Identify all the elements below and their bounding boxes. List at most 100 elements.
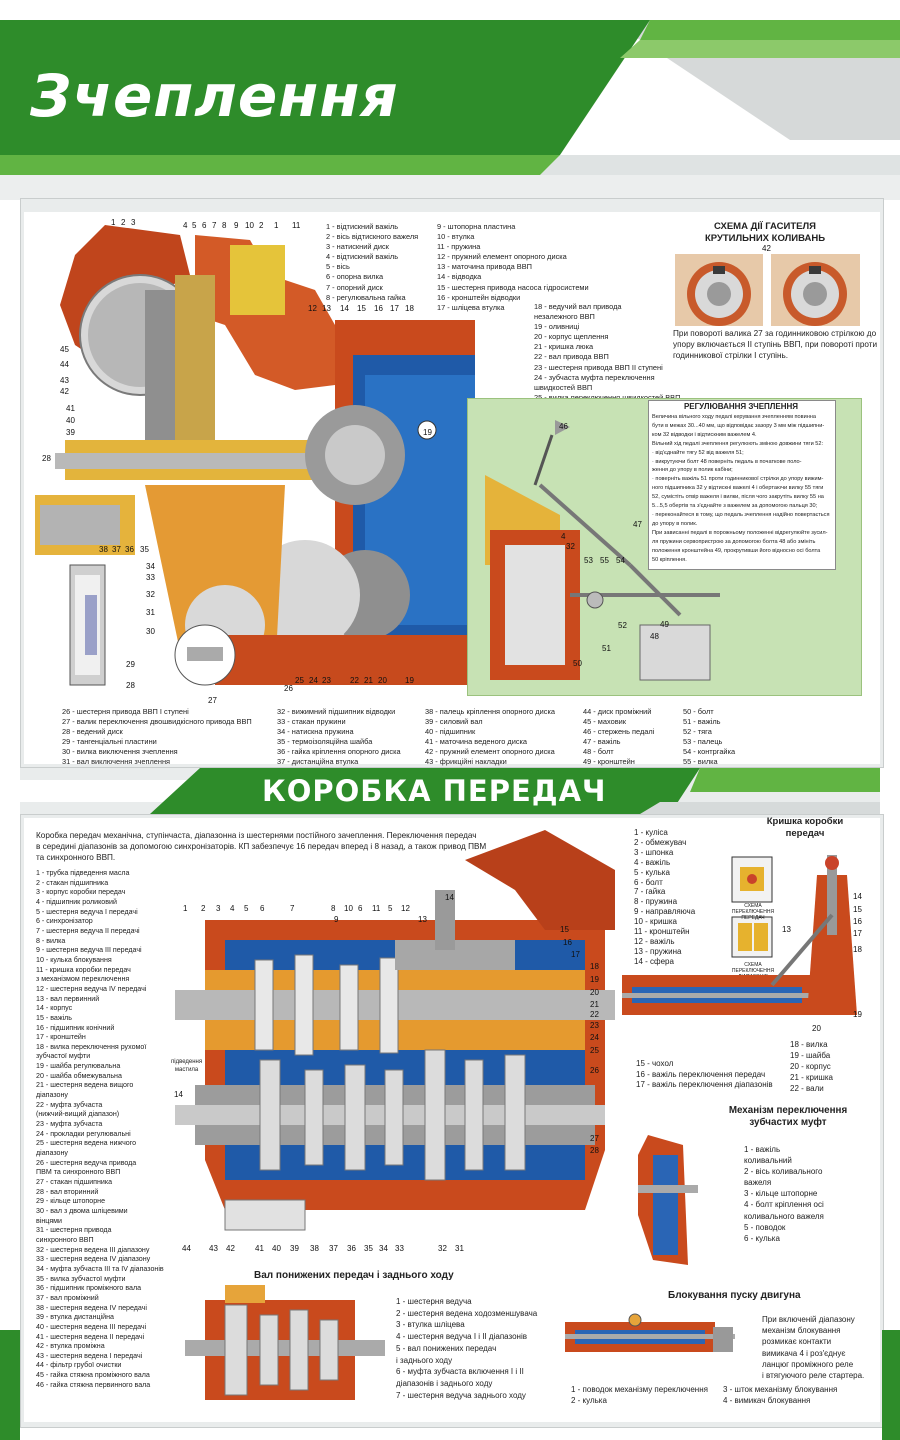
gearbox-label: 28 bbox=[590, 1146, 599, 1155]
legend-line: коливального важеля bbox=[744, 1211, 824, 1221]
legend-line: 23 - муфта зубчаста bbox=[36, 1120, 103, 1129]
legend-line: 42 - втулка проміжна bbox=[36, 1342, 105, 1351]
coupling-title: Механізм переключення зубчастих муфт bbox=[708, 1105, 868, 1129]
legend-line: 26 - шестерня ведуча привода bbox=[36, 1158, 137, 1167]
legend-line: 14 - сфера bbox=[634, 956, 674, 966]
clutch-label: 36 bbox=[125, 545, 134, 554]
adjust-line: ного підшипника 32 у відтискні важелі 4 … bbox=[652, 485, 824, 492]
damper-title-line: КРУТИЛЬНИХ КОЛИВАНЬ bbox=[704, 233, 826, 244]
legend-line: 2 - стакан підшипника bbox=[36, 878, 109, 887]
clutch-label: 2 bbox=[259, 221, 264, 230]
clutch-bottom-legend-5: 50 - болт 51 - важіль 52 - тяга 53 - пал… bbox=[683, 707, 735, 768]
gearbox-label: 14 bbox=[445, 893, 454, 902]
legend-line: 3 - шпонка bbox=[634, 847, 674, 857]
cover-legend-a: 1 - куліса 2 - обмежувач 3 - шпонка 4 - … bbox=[634, 828, 695, 967]
legend-line: 4 - болт кріплення осі bbox=[744, 1200, 824, 1210]
legend-line: 20 - корпус щеплення bbox=[534, 332, 609, 342]
clutch-label: 10 bbox=[245, 221, 254, 230]
gearbox-label: 32 bbox=[438, 1244, 447, 1253]
adjust-line: 5...5,5 обертів та з'єднайте з важелем з… bbox=[652, 503, 818, 510]
legend-line: 2 - вісь відтискного важеля bbox=[326, 232, 419, 242]
legend-line: 39 - силовий вал bbox=[425, 717, 483, 727]
gearbox-label: 15 bbox=[560, 925, 569, 934]
clutch-label: 24 bbox=[309, 676, 318, 685]
adjust-label: 46 bbox=[559, 422, 568, 431]
clutch-label: 28 bbox=[42, 454, 51, 463]
lock-legend-b: 3 - шток механізму блокування 4 - вимика… bbox=[723, 1384, 837, 1406]
damper-text-line: При повороті валика 27 за годинниковою с… bbox=[673, 329, 877, 338]
clutch-label: 6 bbox=[202, 221, 207, 230]
gearbox-label: 42 bbox=[226, 1244, 235, 1253]
gearbox-label: 17 bbox=[571, 950, 580, 959]
adjust-label: 47 bbox=[633, 520, 642, 529]
cover-label: 19 bbox=[853, 1010, 862, 1019]
legend-line: 54 - контргайка bbox=[683, 747, 736, 757]
legend-line: 43 - фрикційні накладки bbox=[425, 757, 507, 767]
damper-diagram bbox=[675, 254, 860, 326]
cover-legend-b: 15 - чохол 16 - важіль переключення пере… bbox=[636, 1059, 773, 1091]
clutch-label: 23 bbox=[322, 676, 331, 685]
lock-legend-a: 1 - поводок механізму переключення 2 - к… bbox=[571, 1384, 708, 1406]
legend-line: 17 - важіль переключення діапазонів bbox=[636, 1080, 773, 1090]
cover-label: 18 bbox=[853, 945, 862, 954]
legend-line: 34 - муфта зубчаста ІІІ та IV діапазонів bbox=[36, 1264, 164, 1273]
legend-line: 15 - чохол bbox=[636, 1059, 674, 1068]
legend-line: 10 - втулка bbox=[437, 232, 475, 242]
legend-line: діапазону bbox=[36, 1091, 68, 1100]
adjust-line: · поверніть важіль 51 проти годинникової… bbox=[652, 476, 824, 483]
clutch-label: 7 bbox=[212, 221, 217, 230]
legend-line: 14 - відводка bbox=[437, 272, 482, 282]
legend-line: 1 - трубка підведення масла bbox=[36, 869, 130, 877]
clutch-label: 22 bbox=[350, 676, 359, 685]
legend-line: 21 - кришка люка bbox=[534, 342, 594, 352]
legend-line: 22 - вал привода ВВП bbox=[534, 352, 609, 362]
clutch-label: 37 bbox=[112, 545, 121, 554]
clutch-label: 34 bbox=[146, 562, 155, 571]
gearbox-label: 36 bbox=[347, 1244, 356, 1253]
legend-line: 12 - шестерня ведуча IV передачі bbox=[36, 984, 147, 993]
scheme-line: ПЕРЕКЛЮЧЕННЯ bbox=[731, 968, 775, 974]
legend-line: 40 - підшипник bbox=[425, 727, 476, 737]
legend-line: 37 - вал проміжний bbox=[36, 1293, 99, 1302]
gearbox-label: 4 bbox=[230, 904, 235, 913]
legend-line: 46 - стержень педалі bbox=[583, 727, 655, 737]
legend-line: 19 - шайба регулювальна bbox=[36, 1062, 121, 1071]
gearbox-illustration bbox=[175, 830, 615, 1231]
gearbox-label: 18 bbox=[590, 962, 599, 971]
legend-line: діапазону bbox=[36, 1149, 68, 1158]
legend-line: 26 - шестерня привода ВВП І ступені bbox=[62, 707, 189, 716]
legend-line: 8 - регулювальна гайка bbox=[326, 292, 406, 302]
clutch-label: 19 bbox=[423, 428, 432, 437]
clutch-illustration bbox=[35, 225, 475, 686]
legend-line: 38 - шестерня ведена IV передачі bbox=[36, 1303, 147, 1312]
clutch-label: 16 bbox=[374, 304, 383, 313]
legend-line: 4 - шестерня ведуча І і ІІ діапазонів bbox=[396, 1332, 527, 1342]
legend-line: 41 - маточина веденого диска bbox=[425, 737, 528, 747]
clutch-label: 20 bbox=[378, 676, 387, 685]
legend-line: 4 - підшипник роликовий bbox=[36, 897, 117, 906]
legend-line: 16 - кронштейн відводки bbox=[437, 292, 521, 302]
legend-line: 28 - ведений диск bbox=[62, 727, 123, 737]
clutch-label: 33 bbox=[146, 573, 155, 582]
legend-line: 50 - болт bbox=[683, 707, 714, 716]
adjust-label: 54 bbox=[616, 556, 625, 565]
coupling-diagram bbox=[638, 1135, 698, 1265]
legend-line: 15 - шестерня привода насоса гідросистем… bbox=[437, 282, 589, 292]
legend-line: 21 - шестерня ведена вищого bbox=[36, 1081, 134, 1090]
legend-line: синхронного ВВП bbox=[36, 1235, 94, 1244]
adjust-label: 48 bbox=[650, 632, 659, 641]
legend-line: 24 - прокладки регулювальні bbox=[36, 1129, 131, 1138]
legend-line: 36 - підшипник проміжного вала bbox=[36, 1284, 142, 1293]
clutch-label: 17 bbox=[390, 304, 399, 313]
legend-line: 40 - шестерня ведена ІІІ передачі bbox=[36, 1322, 147, 1331]
clutch-label: 14 bbox=[340, 304, 349, 313]
legend-line: 43 - шестерня ведена І передачі bbox=[36, 1351, 143, 1360]
gearbox-label: 5 bbox=[388, 904, 393, 913]
legend-line: 3 - корпус коробки передач bbox=[36, 888, 126, 897]
clutch-label: 32 bbox=[146, 590, 155, 599]
clutch-label: 4 bbox=[183, 221, 188, 230]
gearbox-label: 38 bbox=[310, 1244, 319, 1253]
legend-line: 34 - натискна пружина bbox=[277, 727, 354, 737]
clutch-label: 27 bbox=[208, 696, 217, 705]
clutch-label: 19 bbox=[405, 676, 414, 685]
